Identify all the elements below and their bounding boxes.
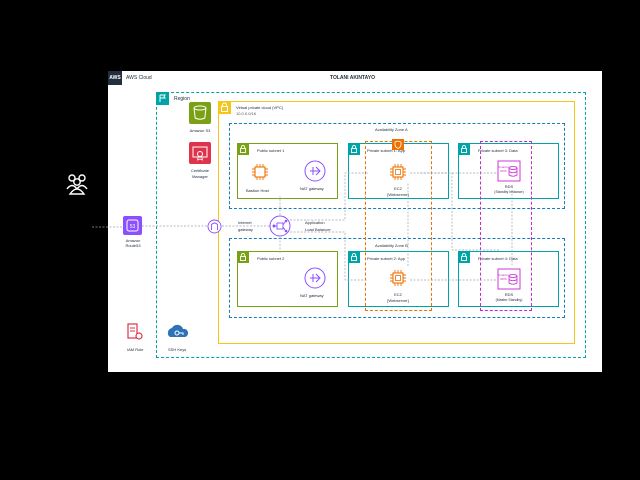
aws-logo-text: AWS [109,75,121,81]
s3-label: Amazon S3 [189,128,211,133]
private-subnet-2-lock-icon [348,251,360,263]
rds-b-icon-text-2: RDS [500,277,506,281]
bastion-host-label: Bastion Host [246,188,269,193]
private-subnet-4 [458,251,559,307]
private-subnet-4-lock-icon [458,251,470,263]
internet-gateway-label-1: Internet [238,220,252,225]
aws-logo: AWS [108,71,122,85]
vpc-icon [218,101,231,114]
rds-a-label: RDS [504,184,514,189]
private-subnet-1-lock-icon [348,143,360,155]
ec2-b-icon [387,267,409,289]
rds-b-sublabel: (Master Standby) [495,298,523,302]
ec2-a-icon [387,161,409,183]
app-security-group-shield-icon [392,139,404,150]
load-balancer-label-2: Load Balancer [305,227,331,232]
users-icon [64,170,90,196]
private-subnet-3-lock-icon [458,143,470,155]
az-a-label: Availability Zone A [375,127,408,132]
certificate-manager-icon [189,142,211,164]
nat-gateway-2-icon [304,267,326,289]
rds-a-icon-text-1: Amazon [498,165,509,169]
iam-role-icon [126,322,144,342]
rds-a-icon: Amazon RDS [497,160,521,182]
private-subnet-2-label: Private subnet 2: App [367,256,406,261]
ssh-keys-label: SSH Keys [168,347,187,352]
private-subnet-4-label: Private subnet 4: Data [478,256,518,261]
rds-a-icon-text-2: RDS [500,169,506,173]
s3-icon [189,102,211,124]
ec2-a-label: EC2 [394,186,402,191]
ec2-a-sublabel: [Webserver] [387,192,409,197]
rds-b-icon: Amazon RDS [497,268,521,290]
bastion-host-icon [250,162,270,182]
public-subnet-1-label: Public subnet 1 [257,148,285,153]
cloud-label: AWS Cloud [126,75,152,81]
certificate-manager-label-1: Certificate [190,168,209,173]
load-balancer-icon [269,215,291,237]
load-balancer-label-1: Application [305,220,325,225]
route53-icon: 53 [123,216,142,235]
route53-label-2: Route53 [125,243,141,248]
private-subnet-1-label: Private subnet 1: App [367,148,406,153]
nat-gateway-2-label: NAT gateway [300,293,324,298]
diagram-title: TOLANI AKINTAYO [330,75,376,81]
internet-gateway-icon [207,219,222,234]
public-subnet-1-lock-icon [237,143,249,155]
region-flag-icon [156,92,169,105]
public-subnet-2-lock-icon [237,251,249,263]
svg-text:53: 53 [130,224,136,230]
private-subnet-3 [458,143,559,199]
nat-gateway-1-label: NAT gateway [300,186,324,191]
rds-b-icon-text-1: Amazon [498,273,509,277]
certificate-manager-label-2: Manager [192,174,208,179]
ec2-b-sublabel: [Webserver] [387,298,409,303]
vpc-label: Virtual private cloud (VPC) [236,105,284,110]
availability-zone-a [229,123,565,209]
rds-a-sublabel: (Standby Instance) [494,190,524,194]
route53-label-1: Amazon [125,238,141,243]
iam-role-label: IAM Role [127,347,144,352]
region-label: Region [174,96,190,102]
nat-gateway-1-icon [304,160,326,182]
internet-gateway-label-2: gateway [238,227,253,232]
az-b-label: Availability Zone B [375,243,408,248]
ssh-keys-icon [165,322,191,342]
availability-zone-b [229,238,565,318]
private-subnet-3-label: Private subnet 3: Data [478,148,518,153]
public-subnet-1 [237,143,338,199]
public-subnet-2-label: Public subnet 2 [257,256,285,261]
rds-b-label: RDS [504,292,514,297]
vpc-cidr: 10.0.0.0/16 [236,111,257,116]
region-boundary [156,92,586,358]
ec2-b-label: EC2 [394,292,402,297]
